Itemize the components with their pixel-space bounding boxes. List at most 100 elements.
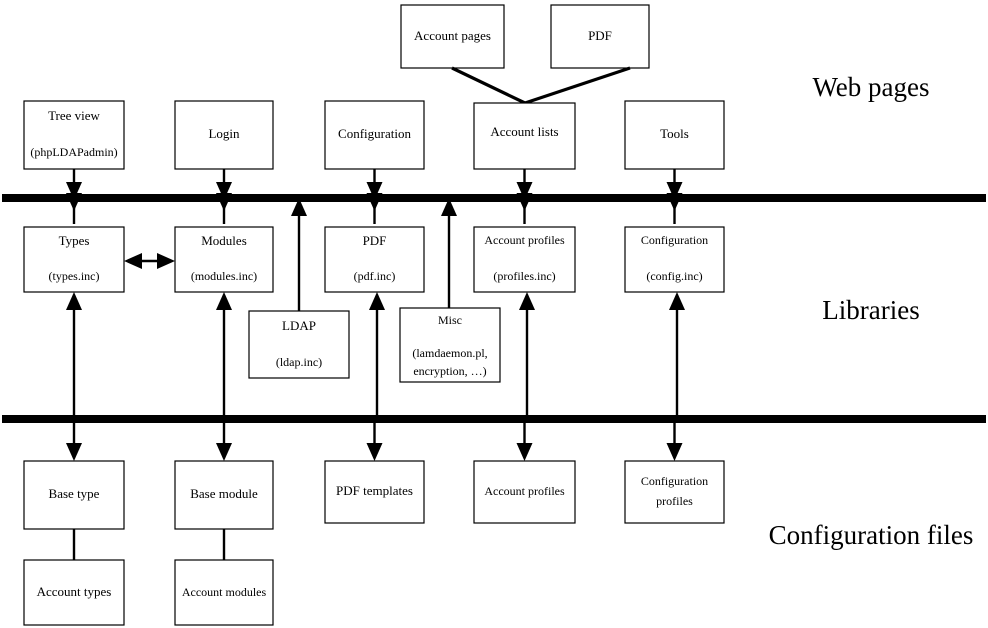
node-configuration-profiles-label: Configuration: [641, 474, 708, 488]
node-account-types-label: Account types: [37, 584, 112, 599]
node-misc-sublabel-2: encryption, …): [413, 364, 486, 378]
connector-pdf-to-account-lists: [524, 66, 631, 105]
node-configuration-web: Configuration: [324, 100, 425, 170]
connector-types-modules-bidirectional: [124, 253, 175, 269]
node-tree-view-sublabel: (phpLDAPadmin): [30, 145, 117, 159]
band-label-libraries: Libraries: [822, 295, 919, 325]
node-modules-label: Modules: [201, 233, 247, 248]
node-misc-sublabel-1: (lamdaemon.pl,: [412, 346, 487, 360]
connector-bar-to-pdf-templates: [366, 419, 383, 461]
node-ldap: LDAP (ldap.inc): [248, 310, 350, 379]
node-configuration-profiles-box: [624, 460, 725, 524]
node-base-module: Base module: [174, 460, 274, 530]
connector-bar-to-types: [66, 193, 82, 224]
connector-bar-to-configuration-profiles: [666, 419, 683, 461]
connector-bar-to-account-profiles-lib: [516, 193, 533, 224]
node-types-box: [23, 226, 125, 293]
node-tree-view: Tree view (phpLDAPadmin): [23, 100, 125, 170]
connector-tree-view-down: [66, 169, 82, 200]
node-configuration-lib-box: [624, 226, 725, 293]
node-base-type-box: [23, 460, 125, 530]
node-base-type: Base type: [23, 460, 125, 530]
connector-lower-to-modules: [216, 292, 232, 420]
node-pdf-lib-sublabel: (pdf.inc): [354, 269, 396, 283]
node-account-pages-box: [400, 4, 505, 69]
connector-bar-to-configuration-lib: [666, 193, 683, 224]
connector-tools-down: [666, 169, 683, 200]
node-types: Types (types.inc): [23, 226, 125, 293]
connector-bar-to-base-type: [66, 419, 82, 461]
node-ldap-label: LDAP: [282, 318, 316, 333]
node-ldap-sublabel: (ldap.inc): [276, 355, 322, 369]
node-configuration-lib-label: Configuration: [641, 233, 708, 247]
node-pdf-templates-box: [324, 460, 425, 524]
node-base-type-label: Base type: [49, 486, 100, 501]
node-account-types-box: [23, 559, 125, 626]
node-account-lists: Account lists: [473, 102, 576, 170]
node-tree-view-label: Tree view: [48, 108, 100, 123]
connector-bar-to-pdf-lib: [366, 193, 383, 224]
node-types-label: Types: [59, 233, 90, 248]
connector-misc-to-bar: [441, 198, 457, 308]
node-modules-sublabel: (modules.inc): [191, 269, 257, 283]
node-tools: Tools: [624, 100, 725, 170]
node-login-box: [174, 100, 274, 170]
node-account-pages: Account pages: [400, 4, 505, 69]
node-account-pages-label: Account pages: [414, 28, 491, 43]
connector-account-pages-to-account-lists: [451, 66, 526, 105]
node-account-lists-box: [473, 102, 576, 170]
node-account-types: Account types: [23, 559, 125, 626]
connector-ldap-to-bar: [291, 198, 307, 311]
node-account-modules-box: [174, 559, 274, 626]
node-misc: Misc (lamdaemon.pl, encryption, …): [399, 307, 501, 383]
node-pdf-top-label: PDF: [588, 28, 612, 43]
node-account-modules: Account modules: [174, 559, 274, 626]
node-types-sublabel: (types.inc): [49, 269, 100, 283]
node-pdf-lib-label: PDF: [363, 233, 387, 248]
node-account-lists-label: Account lists: [490, 124, 558, 139]
node-base-module-box: [174, 460, 274, 530]
node-configuration-lib-sublabel: (config.inc): [646, 269, 702, 283]
node-configuration-web-label: Configuration: [338, 126, 411, 141]
band-label-web-pages: Web pages: [812, 72, 929, 102]
node-account-profiles-cfg: Account profiles: [473, 460, 576, 524]
node-base-module-label: Base module: [190, 486, 258, 501]
node-account-modules-label: Account modules: [182, 585, 267, 599]
node-misc-label: Misc: [438, 313, 462, 327]
node-pdf-templates: PDF templates: [324, 460, 425, 524]
node-account-profiles-lib: Account profiles (profiles.inc): [473, 226, 576, 293]
node-pdf-lib: PDF (pdf.inc): [324, 226, 425, 293]
connector-account-lists-down: [516, 169, 533, 200]
node-modules: Modules (modules.inc): [174, 226, 274, 293]
node-pdf-templates-label: PDF templates: [336, 483, 413, 498]
layer-separator-upper: [2, 194, 986, 202]
connector-lower-to-configuration-lib: [669, 292, 685, 420]
node-configuration-profiles: Configuration profiles: [624, 460, 725, 524]
node-configuration-profiles-sublabel: profiles: [656, 494, 693, 508]
node-account-profiles-lib-box: [473, 226, 576, 293]
node-misc-box: [399, 307, 501, 383]
connector-bar-to-base-module: [216, 419, 232, 461]
node-pdf-top-box: [550, 4, 650, 69]
connector-login-down: [216, 169, 232, 200]
connector-lower-to-pdf-lib: [369, 292, 385, 420]
connector-configuration-web-down: [366, 169, 383, 200]
node-pdf-lib-box: [324, 226, 425, 293]
node-tools-label: Tools: [660, 126, 689, 141]
layer-separator-lower: [2, 415, 986, 423]
connector-bar-to-modules: [216, 193, 232, 224]
node-account-profiles-lib-sublabel: (profiles.inc): [493, 269, 555, 283]
connector-bar-to-account-profiles-cfg: [516, 419, 533, 461]
node-login-label: Login: [208, 126, 240, 141]
connector-lower-to-types: [66, 292, 82, 420]
node-account-profiles-cfg-label: Account profiles: [484, 484, 565, 498]
band-label-configuration-files: Configuration files: [769, 520, 974, 550]
connector-lower-to-account-profiles-lib: [519, 292, 535, 420]
node-configuration-lib: Configuration (config.inc): [624, 226, 725, 293]
node-modules-box: [174, 226, 274, 293]
node-login: Login: [174, 100, 274, 170]
node-account-profiles-lib-label: Account profiles: [484, 233, 565, 247]
node-account-profiles-cfg-box: [473, 460, 576, 524]
